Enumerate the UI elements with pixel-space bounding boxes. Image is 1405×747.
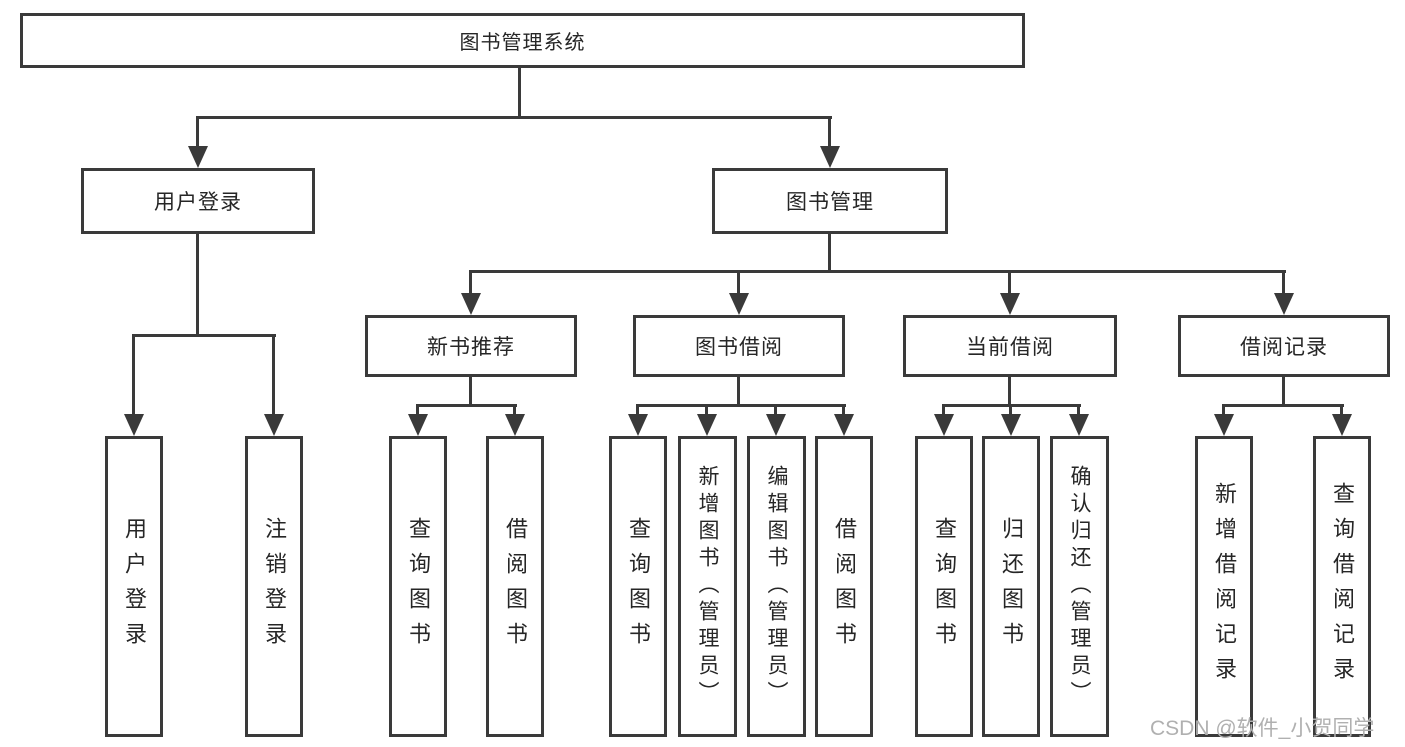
- leaf-add-book-admin: 新增图书（管理员）: [678, 436, 737, 737]
- arrow-line-borrow-books-1: [513, 404, 516, 416]
- arrow-line-borrow-records: [1282, 270, 1285, 295]
- leaf-query-borrow-record-label: 查询借阅记录: [1330, 481, 1355, 692]
- leaf-query-borrow-record: 查询借阅记录: [1313, 436, 1371, 737]
- arrow-line-book-borrow: [737, 270, 740, 295]
- node-book-management-label: 图书管理: [786, 191, 874, 214]
- arrow-line-edit-book: [774, 404, 777, 416]
- leaf-user-login-label: 用户登录: [122, 516, 147, 657]
- arrow-head-book-borrow-icon: [729, 293, 749, 315]
- node-root-label: 图书管理系统: [459, 32, 586, 54]
- leaf-add-borrow-record: 新增借阅记录: [1195, 436, 1253, 737]
- leaf-return-book: 归还图书: [982, 436, 1040, 737]
- node-current-borrow-label: 当前借阅: [966, 336, 1054, 359]
- arrow-line-leaf-logout: [272, 334, 275, 416]
- connector-bookborrow-bar: [636, 404, 846, 407]
- arrow-line-leaf-user-login: [132, 334, 135, 416]
- leaf-return-book-label: 归还图书: [999, 516, 1024, 657]
- leaf-user-login: 用户登录: [105, 436, 163, 737]
- connector-level3-bar: [469, 270, 1286, 273]
- arrow-head-book-mgmt-icon: [820, 146, 840, 168]
- arrow-head-borrow-books-2-icon: [834, 414, 854, 436]
- arrow-head-leaf-logout-icon: [264, 414, 284, 436]
- node-book-borrow-label: 图书借阅: [695, 336, 783, 359]
- arrow-line-query-books-3: [942, 404, 945, 416]
- connector-root-stem: [518, 68, 521, 118]
- arrow-head-confirm-return-icon: [1069, 414, 1089, 436]
- arrow-head-add-book-icon: [697, 414, 717, 436]
- arrow-head-borrow-records-icon: [1274, 293, 1294, 315]
- leaf-confirm-return-admin: 确认归还（管理员）: [1050, 436, 1109, 737]
- arrow-head-query-books-1-icon: [408, 414, 428, 436]
- watermark: CSDN @软件_小贺同学: [1150, 717, 1375, 740]
- leaf-query-books-1: 查询图书: [389, 436, 447, 737]
- arrow-line-confirm-return: [1077, 404, 1080, 416]
- connector-current-stem: [1008, 377, 1011, 406]
- connector-login-stem: [196, 234, 199, 336]
- arrow-line-user-login: [196, 116, 199, 148]
- leaf-add-borrow-record-label: 新增借阅记录: [1212, 481, 1237, 692]
- connector-newbook-bar: [416, 404, 517, 407]
- node-user-login-label: 用户登录: [154, 191, 242, 214]
- leaf-query-books-2: 查询图书: [609, 436, 667, 737]
- arrow-head-add-record-icon: [1214, 414, 1234, 436]
- node-root: 图书管理系统: [20, 13, 1025, 68]
- leaf-edit-book-admin-label: 编辑图书（管理员）: [765, 465, 788, 708]
- connector-mgmt-stem: [828, 234, 831, 272]
- arrow-head-user-login-icon: [188, 146, 208, 168]
- arrow-head-return-book-icon: [1001, 414, 1021, 436]
- leaf-borrow-books-1: 借阅图书: [486, 436, 544, 737]
- leaf-confirm-return-admin-label: 确认归还（管理员）: [1068, 465, 1091, 708]
- arrow-head-query-books-2-icon: [628, 414, 648, 436]
- node-new-book-recommend: 新书推荐: [365, 315, 577, 377]
- arrow-head-query-books-3-icon: [934, 414, 954, 436]
- arrow-head-current-borrow-icon: [1000, 293, 1020, 315]
- arrow-line-borrow-books-2: [842, 404, 845, 416]
- connector-level2-bar: [196, 116, 832, 119]
- node-current-borrow: 当前借阅: [903, 315, 1117, 377]
- arrow-head-leaf-user-login-icon: [124, 414, 144, 436]
- leaf-add-book-admin-label: 新增图书（管理员）: [696, 465, 719, 708]
- leaf-borrow-books-2-label: 借阅图书: [832, 516, 857, 657]
- node-user-login: 用户登录: [81, 168, 315, 234]
- connector-login-bar: [132, 334, 276, 337]
- leaf-edit-book-admin: 编辑图书（管理员）: [747, 436, 806, 737]
- arrow-line-return-book: [1009, 404, 1012, 416]
- arrow-head-borrow-books-1-icon: [505, 414, 525, 436]
- node-borrow-records: 借阅记录: [1178, 315, 1390, 377]
- node-book-management: 图书管理: [712, 168, 948, 234]
- arrow-line-query-books-1: [416, 404, 419, 416]
- connector-records-bar: [1222, 404, 1344, 407]
- arrow-head-query-record-icon: [1332, 414, 1352, 436]
- arrow-line-add-book: [705, 404, 708, 416]
- arrow-line-add-record: [1222, 404, 1225, 416]
- connector-newbook-stem: [469, 377, 472, 406]
- leaf-query-books-3: 查询图书: [915, 436, 973, 737]
- arrow-line-query-books-2: [636, 404, 639, 416]
- connector-bookborrow-stem: [737, 377, 740, 406]
- leaf-borrow-books-2: 借阅图书: [815, 436, 873, 737]
- connector-records-stem: [1282, 377, 1285, 406]
- arrow-line-book-mgmt: [828, 116, 831, 148]
- leaf-query-books-1-label: 查询图书: [406, 516, 431, 657]
- leaf-query-books-3-label: 查询图书: [932, 516, 957, 657]
- leaf-logout-label: 注销登录: [262, 516, 287, 657]
- leaf-logout: 注销登录: [245, 436, 303, 737]
- node-borrow-records-label: 借阅记录: [1240, 336, 1328, 359]
- node-new-book-recommend-label: 新书推荐: [427, 336, 515, 359]
- arrow-line-current-borrow: [1008, 270, 1011, 295]
- leaf-borrow-books-1-label: 借阅图书: [503, 516, 528, 657]
- arrow-line-query-record: [1340, 404, 1343, 416]
- leaf-query-books-2-label: 查询图书: [626, 516, 651, 657]
- arrow-head-edit-book-icon: [766, 414, 786, 436]
- node-book-borrow: 图书借阅: [633, 315, 845, 377]
- arrow-head-new-book-icon: [461, 293, 481, 315]
- arrow-line-new-book: [469, 270, 472, 295]
